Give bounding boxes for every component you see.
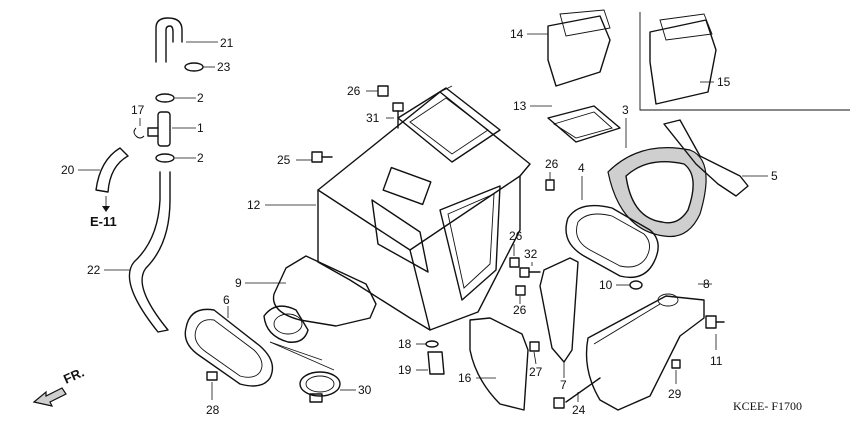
callout-16: 16: [458, 371, 472, 385]
collar-29: [671, 359, 681, 384]
callout-9: 9: [235, 276, 242, 290]
section-reference-label: E-11: [90, 214, 117, 229]
callout-18: 18: [398, 337, 412, 351]
callout-labels: 1 2 2 3 4 5 6 7 8 9 10 11 12 13 14 15 16…: [61, 27, 802, 417]
bolt-11: [705, 315, 725, 350]
screw-28: [206, 371, 218, 400]
callout-8: 8: [703, 277, 710, 291]
connecting-frame-6: [184, 306, 274, 387]
callout-20: 20: [61, 163, 75, 177]
callout-32: 32: [524, 247, 538, 261]
side-cover-8: [585, 283, 712, 411]
callout-5: 5: [771, 169, 778, 183]
screw-25: [296, 151, 333, 163]
callout-14: 14: [510, 27, 524, 41]
seal-7: [539, 257, 579, 378]
callout-10: 10: [599, 278, 613, 292]
element-holder-wire-5: [663, 119, 768, 197]
bolt-31: [386, 102, 404, 129]
front-marker-label: FR.: [61, 365, 86, 387]
callout-28: 28: [206, 403, 220, 417]
callout-25: 25: [277, 153, 291, 167]
callout-23: 23: [217, 60, 231, 74]
callout-26b: 26: [545, 157, 559, 171]
side-cover-16: [469, 317, 529, 411]
air-filter-element-3: [607, 118, 707, 238]
callout-1: 1: [197, 121, 204, 135]
drain-plug-group: [416, 340, 445, 375]
callout-2a: 2: [197, 91, 204, 105]
tube-band-30: [299, 371, 356, 403]
front-arrow: [32, 387, 67, 407]
breather-hose-group: [78, 17, 218, 333]
callout-24: 24: [572, 403, 586, 417]
callout-30: 30: [358, 383, 372, 397]
callout-7: 7: [560, 378, 567, 392]
callout-26a: 26: [347, 84, 361, 98]
diagram-code: KCEE- F1700: [733, 399, 802, 413]
callout-29: 29: [668, 387, 682, 401]
callout-31: 31: [366, 111, 380, 125]
air-cleaner-case: [265, 87, 531, 331]
callout-12: 12: [247, 198, 261, 212]
callout-4: 4: [578, 161, 585, 175]
callout-3: 3: [622, 103, 629, 117]
callout-17: 17: [131, 103, 145, 117]
callout-6: 6: [223, 293, 230, 307]
nut-26-top: [366, 85, 389, 97]
callout-21: 21: [220, 36, 234, 50]
callout-26c: 26: [509, 229, 523, 243]
callout-19: 19: [398, 363, 412, 377]
element-holder-group: [527, 9, 850, 143]
bolt-24: [553, 377, 601, 409]
element-frame-4: [565, 176, 659, 279]
hardware-group: [509, 172, 555, 365]
callout-27: 27: [529, 365, 543, 379]
callout-2b: 2: [197, 151, 204, 165]
grommet-10: [616, 280, 643, 290]
callout-11: 11: [710, 354, 723, 368]
callout-26d: 26: [513, 303, 527, 317]
callout-13: 13: [513, 99, 527, 113]
callout-22: 22: [87, 263, 101, 277]
callout-15: 15: [717, 75, 731, 89]
connecting-tube-9: [245, 255, 377, 371]
